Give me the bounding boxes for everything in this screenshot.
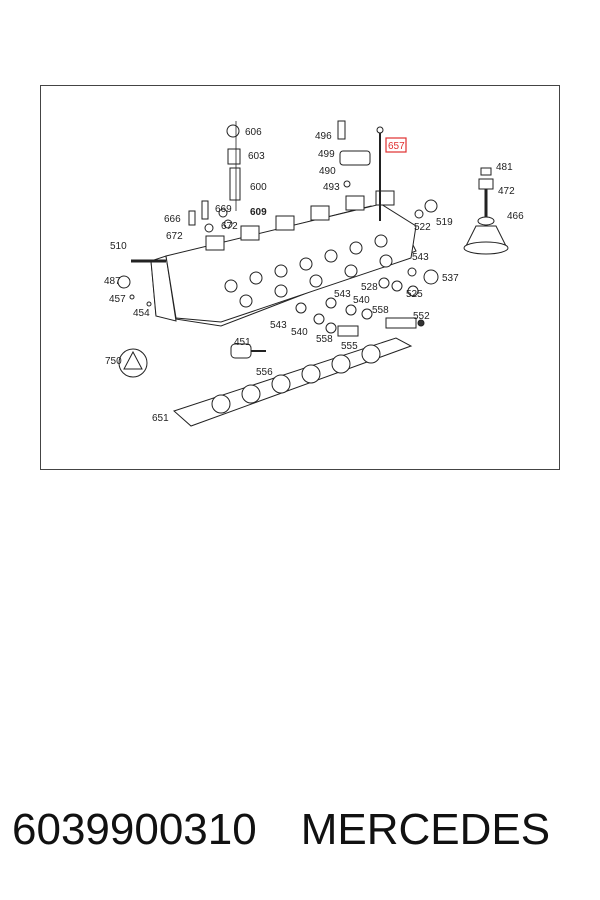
lower-row-parts	[295, 302, 359, 337]
callout-750: 750	[105, 356, 122, 367]
callout-528: 528	[361, 282, 378, 293]
callout-496: 496	[315, 131, 332, 142]
cylinder-head	[150, 190, 417, 327]
callout-466: 466	[507, 211, 524, 222]
callout-651: 651	[152, 413, 169, 424]
ports	[224, 234, 393, 308]
callout-519: 519	[436, 217, 453, 228]
callout-472: 472	[498, 186, 515, 197]
callout-558a: 558	[372, 305, 389, 316]
callout-457: 457	[109, 294, 126, 305]
callout-540a: 540	[353, 295, 370, 306]
callout-543a: 543	[412, 252, 429, 263]
sprocket-750	[118, 348, 148, 378]
callout-522: 522	[414, 222, 431, 233]
callout-657: 657	[388, 141, 405, 152]
callout-600: 600	[250, 182, 267, 193]
callout-525: 525	[406, 289, 423, 300]
plug-519	[414, 199, 438, 219]
callout-481: 481	[496, 162, 513, 173]
callout-606: 606	[245, 127, 262, 138]
bracket-490	[337, 120, 371, 188]
injector-stack	[226, 121, 241, 211]
callout-493: 493	[323, 182, 340, 193]
callout-558b: 558	[316, 334, 333, 345]
callout-603: 603	[248, 151, 265, 162]
part-number: 6039900310	[12, 805, 257, 854]
callout-669: 669	[215, 204, 232, 215]
callout-552: 552	[413, 311, 430, 322]
callout-540b: 540	[291, 327, 308, 338]
middle-row-parts	[325, 297, 425, 329]
gasket-651	[173, 337, 413, 427]
bolt-657	[376, 126, 384, 221]
brand-name: MERCEDES	[300, 805, 551, 854]
valve-assembly	[463, 167, 509, 255]
diagram-frame: 606 603 600 669 609 666 672 672 510 487 457 454 451 7…	[40, 85, 560, 470]
callout-537: 537	[442, 273, 459, 284]
callout-666: 666	[164, 214, 181, 225]
callout-490: 490	[319, 166, 336, 177]
callout-499: 499	[318, 149, 335, 160]
exploded-view-diagram: 606 603 600 669 609 666 672 672 510 487 457 454 451 7…	[104, 120, 524, 427]
callout-454: 454	[133, 308, 150, 319]
callout-555: 555	[341, 341, 358, 352]
callout-609: 609	[250, 207, 267, 218]
caption: 6039900310 MERCEDES	[12, 800, 592, 860]
callout-556: 556	[256, 367, 273, 378]
highlight-box-657	[385, 137, 407, 153]
callout-672b: 672	[221, 221, 238, 232]
plug-487	[117, 275, 152, 307]
right-row-parts	[378, 267, 439, 297]
sensor-556	[230, 343, 266, 359]
bolt-669	[188, 200, 233, 233]
callout-672a: 672	[166, 231, 183, 242]
callout-543c: 543	[270, 320, 287, 331]
callout-487: 487	[104, 276, 121, 287]
callout-451: 451	[234, 337, 251, 348]
callout-543b: 543	[334, 289, 351, 300]
callout-labels: 606 603 600 669 609 666 672 672 510 487 457 454 451 7…	[104, 127, 524, 424]
callout-510: 510	[110, 241, 127, 252]
